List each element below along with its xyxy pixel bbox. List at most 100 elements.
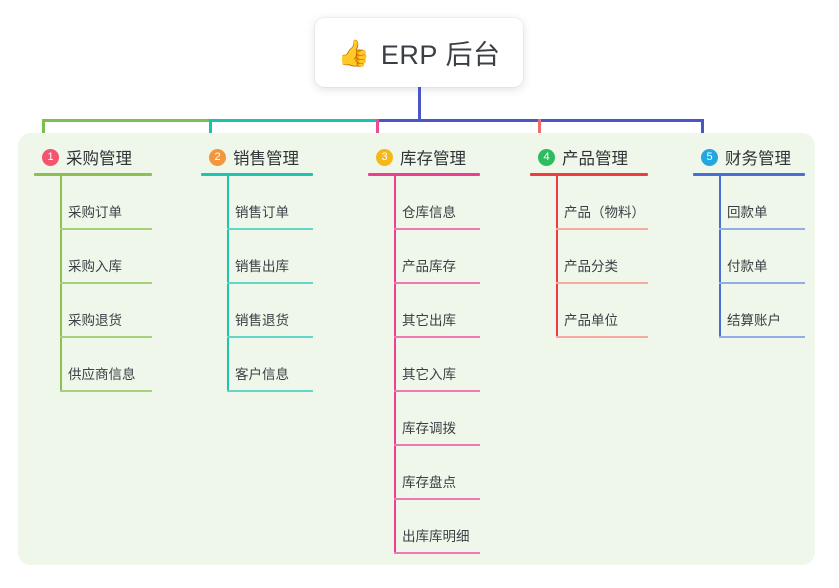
branch-title: 产品管理 — [562, 150, 628, 168]
leaf-underline — [394, 228, 480, 230]
leaf-label: 销售订单 — [235, 205, 289, 220]
connector-bus-segment-2 — [209, 119, 379, 122]
root-node-content: 👍 ERP 后台 — [338, 33, 501, 72]
leaf-spine — [556, 176, 558, 338]
leaf-label: 客户信息 — [235, 367, 289, 382]
leaf-list: 仓库信息 产品库存 其它出库 其它入库 库存调拨 库存盘点 — [368, 176, 480, 554]
leaf-label: 供应商信息 — [68, 367, 136, 382]
leaf-node[interactable]: 销售出库 — [201, 230, 313, 284]
connector-bus-segment-1 — [42, 119, 212, 122]
leaf-label: 产品（物料） — [564, 205, 645, 220]
branch-column-5: 5 财务管理 回款单 付款单 结算账户 — [693, 146, 805, 338]
leaf-node[interactable]: 销售订单 — [201, 176, 313, 230]
leaf-label: 其它出库 — [402, 313, 456, 328]
leaf-node[interactable]: 其它入库 — [368, 338, 480, 392]
leaf-node[interactable]: 产品库存 — [368, 230, 480, 284]
leaf-underline — [719, 228, 805, 230]
branch-header-2[interactable]: 2 销售管理 — [201, 146, 313, 168]
leaf-node[interactable]: 库存调拨 — [368, 392, 480, 446]
branch-title: 财务管理 — [725, 150, 791, 168]
branch-header-3[interactable]: 3 库存管理 — [368, 146, 480, 168]
leaf-underline — [60, 336, 152, 338]
leaf-node[interactable]: 结算账户 — [693, 284, 805, 338]
branch-number-badge: 3 — [376, 148, 393, 166]
leaf-underline — [556, 282, 648, 284]
branch-number-badge: 5 — [701, 148, 718, 166]
leaf-label: 出库库明细 — [402, 529, 470, 544]
leaf-underline — [60, 390, 152, 392]
leaf-label: 采购订单 — [68, 205, 122, 220]
leaf-node[interactable]: 产品分类 — [530, 230, 648, 284]
leaf-label: 仓库信息 — [402, 205, 456, 220]
leaf-underline — [227, 228, 313, 230]
leaf-underline — [227, 390, 313, 392]
leaf-underline — [394, 390, 480, 392]
leaf-list: 销售订单 销售出库 销售退货 客户信息 — [201, 176, 313, 392]
leaf-underline — [719, 282, 805, 284]
leaf-spine — [394, 176, 396, 554]
branch-column-2: 2 销售管理 销售订单 销售出库 销售退货 客户信息 — [201, 146, 313, 392]
leaf-node[interactable]: 供应商信息 — [34, 338, 152, 392]
leaf-node[interactable]: 库存盘点 — [368, 446, 480, 500]
leaf-label: 付款单 — [727, 259, 768, 274]
leaf-underline — [394, 444, 480, 446]
connector-drop-3 — [376, 119, 379, 146]
branch-header-4[interactable]: 4 产品管理 — [530, 146, 648, 168]
branch-header-1[interactable]: 1 采购管理 — [34, 146, 152, 168]
branch-header-5[interactable]: 5 财务管理 — [693, 146, 805, 168]
leaf-label: 产品分类 — [564, 259, 618, 274]
leaf-underline — [556, 336, 648, 338]
leaf-list: 产品（物料） 产品分类 产品单位 — [530, 176, 648, 338]
connector-drop-4 — [538, 119, 541, 146]
leaf-node[interactable]: 销售退货 — [201, 284, 313, 338]
branch-underline — [368, 173, 480, 176]
leaf-underline — [394, 282, 480, 284]
branch-underline — [693, 173, 805, 176]
leaf-node[interactable]: 其它出库 — [368, 284, 480, 338]
leaf-label: 采购退货 — [68, 313, 122, 328]
leaf-label: 销售退货 — [235, 313, 289, 328]
leaf-spine — [60, 176, 62, 392]
leaf-spine — [719, 176, 721, 338]
leaf-node[interactable]: 产品单位 — [530, 284, 648, 338]
branch-number-badge: 1 — [42, 148, 59, 166]
leaf-label: 产品单位 — [564, 313, 618, 328]
leaf-underline — [394, 498, 480, 500]
branch-title: 库存管理 — [400, 150, 466, 168]
branch-column-4: 4 产品管理 产品（物料） 产品分类 产品单位 — [530, 146, 648, 338]
leaf-node[interactable]: 采购退货 — [34, 284, 152, 338]
branch-column-3: 3 库存管理 仓库信息 产品库存 其它出库 其它入库 — [368, 146, 480, 554]
leaf-spine — [227, 176, 229, 392]
leaf-node[interactable]: 采购订单 — [34, 176, 152, 230]
leaf-node[interactable]: 付款单 — [693, 230, 805, 284]
leaf-node[interactable]: 采购入库 — [34, 230, 152, 284]
leaf-list: 采购订单 采购入库 采购退货 供应商信息 — [34, 176, 152, 392]
leaf-label: 销售出库 — [235, 259, 289, 274]
leaf-underline — [60, 228, 152, 230]
leaf-label: 产品库存 — [402, 259, 456, 274]
leaf-underline — [556, 228, 648, 230]
branch-underline — [34, 173, 152, 176]
branch-title: 采购管理 — [66, 150, 132, 168]
branches-panel — [18, 133, 815, 565]
branch-column-1: 1 采购管理 采购订单 采购入库 采购退货 供应商信息 — [34, 146, 152, 392]
branch-title: 销售管理 — [233, 150, 299, 168]
branch-number-badge: 2 — [209, 148, 226, 166]
leaf-node[interactable]: 产品（物料） — [530, 176, 648, 230]
leaf-underline — [394, 336, 480, 338]
leaf-underline — [60, 282, 152, 284]
leaf-node[interactable]: 出库库明细 — [368, 500, 480, 554]
leaf-node[interactable]: 客户信息 — [201, 338, 313, 392]
connector-drop-1 — [42, 119, 45, 146]
connector-drop-5 — [701, 119, 704, 146]
leaf-underline — [394, 552, 480, 554]
leaf-underline — [227, 336, 313, 338]
root-node[interactable]: 👍 ERP 后台 — [315, 18, 523, 87]
leaf-label: 其它入库 — [402, 367, 456, 382]
leaf-underline — [227, 282, 313, 284]
leaf-label: 采购入库 — [68, 259, 122, 274]
leaf-node[interactable]: 仓库信息 — [368, 176, 480, 230]
branch-underline — [201, 173, 313, 176]
leaf-node[interactable]: 回款单 — [693, 176, 805, 230]
